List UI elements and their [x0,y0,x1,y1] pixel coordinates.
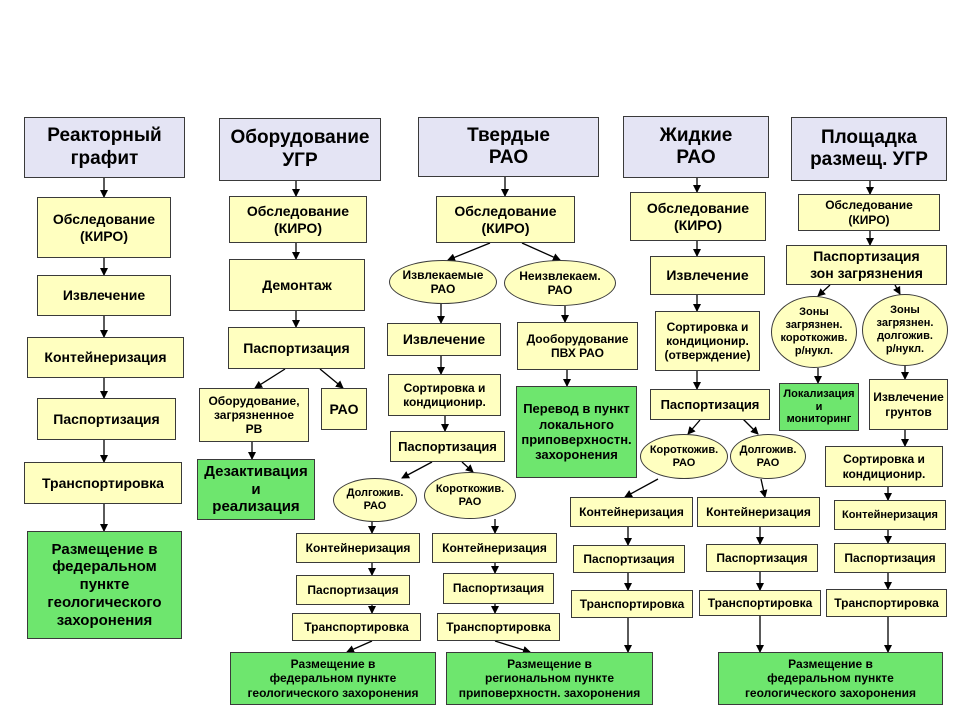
graphite-extract-box: Извлечение [37,275,171,316]
arrow [461,461,474,473]
solid-long-transport-box: Транспортировка [292,613,421,641]
arrow [447,242,491,262]
regional-disposal-box: Размещение в региональном пункте припове… [446,652,653,705]
site-passport-zones-box: Паспортизация зон загрязнения [786,245,947,285]
arrow [759,478,768,498]
equipment-decontam-box: Дезактивация и реализация [197,459,315,520]
site-soil-extract-box: Извлечение грунтов [869,379,948,430]
solid-short-passport-box: Паспортизация [443,573,554,604]
arrow [401,461,433,479]
solid-extract-box: Извлечение [387,323,501,356]
graphite-header: Реакторный графит [24,117,185,178]
arrow [346,640,373,653]
arrow [624,478,659,498]
solid-survey-box: Обследование (КИРО) [436,196,575,243]
liquid-long-container-box: Контейнеризация [697,497,820,527]
liquid-short-transport-box: Транспортировка [571,590,693,618]
solid-long-passport-box: Паспортизация [296,575,410,605]
solid-long-container-box: Контейнеризация [296,533,420,563]
site-header: Площадка размещ. УГР [791,117,947,181]
arrow [319,368,344,389]
site-passport-box: Паспортизация [834,543,946,573]
site-container-box: Контейнеризация [834,500,946,530]
site-zone-short-ellipse: Зоны загрязнен. короткожив. р/нукл. [771,296,857,368]
federal-disposal-right-box: Размещение в федеральном пункте геологич… [718,652,943,705]
equipment-survey-box: Обследование (КИРО) [229,196,367,243]
liquid-header: Жидкие РАО [623,116,769,178]
solid-refit-box: Дооборудование ПВХ РАО [517,322,638,370]
arrow [521,242,561,261]
liquid-long-transport-box: Транспортировка [699,590,821,616]
equipment-contaminated-box: Оборудование, загрязненное РВ [199,388,309,442]
arrow [254,368,286,389]
graphite-passport-box: Паспортизация [37,398,176,440]
solid-retrievable-ellipse: Извлекаемые РАО [389,260,497,304]
solid-convert-box: Перевод в пункт локального приповерхност… [516,386,637,478]
liquid-longlived-ellipse: Долгожив. РАО [730,434,806,479]
solid-sort-box: Сортировка и кондиционир. [388,374,501,416]
graphite-container-box: Контейнеризация [27,337,184,378]
liquid-sort-box: Сортировка и кондиционир. (отверждение) [655,311,760,371]
solid-nonretrievable-ellipse: Неизвлекаем. РАО [504,260,616,306]
equipment-rao-box: РАО [321,388,367,430]
graphite-transport-box: Транспортировка [24,462,182,504]
solid-passport-box: Паспортизация [390,431,505,462]
arrow [494,640,531,654]
site-transport-box: Транспортировка [826,589,947,617]
site-sort-box: Сортировка и кондиционир. [825,446,943,487]
equipment-dismantle-box: Демонтаж [229,259,365,311]
solid-longlived-ellipse: Долгожив. РАО [333,478,417,522]
solid-short-container-box: Контейнеризация [432,533,557,563]
solid-short-transport-box: Транспортировка [437,613,560,641]
liquid-short-container-box: Контейнеризация [570,497,693,527]
liquid-passport-box: Паспортизация [650,389,770,420]
federal-disposal-left-box: Размещение в федеральном пункте геологич… [230,652,436,705]
site-zone-long-ellipse: Зоны загрязнен. долгожив. р/нукл. [862,294,948,366]
arrow [893,284,901,295]
graphite-survey-box: Обследование (КИРО) [37,197,171,258]
site-localize-box: Локализация и мониторинг [779,383,859,431]
liquid-short-passport-box: Паспортизация [573,545,685,573]
solid-header: Твердые РАО [418,117,599,177]
site-survey-box: Обследование (КИРО) [798,194,940,231]
liquid-survey-box: Обследование (КИРО) [630,192,766,241]
arrow [687,419,701,435]
arrow [817,284,831,297]
solid-shortlived-ellipse: Короткожив. РАО [424,472,516,519]
equipment-passport-box: Паспортизация [228,327,365,369]
equipment-header: Оборудование УГР [219,118,381,181]
liquid-shortlived-ellipse: Короткожив. РАО [640,434,728,479]
liquid-extract-box: Извлечение [650,256,765,295]
graphite-disposal-box: Размещение в федеральном пункте геологич… [27,531,182,639]
liquid-long-passport-box: Паспортизация [706,544,818,572]
